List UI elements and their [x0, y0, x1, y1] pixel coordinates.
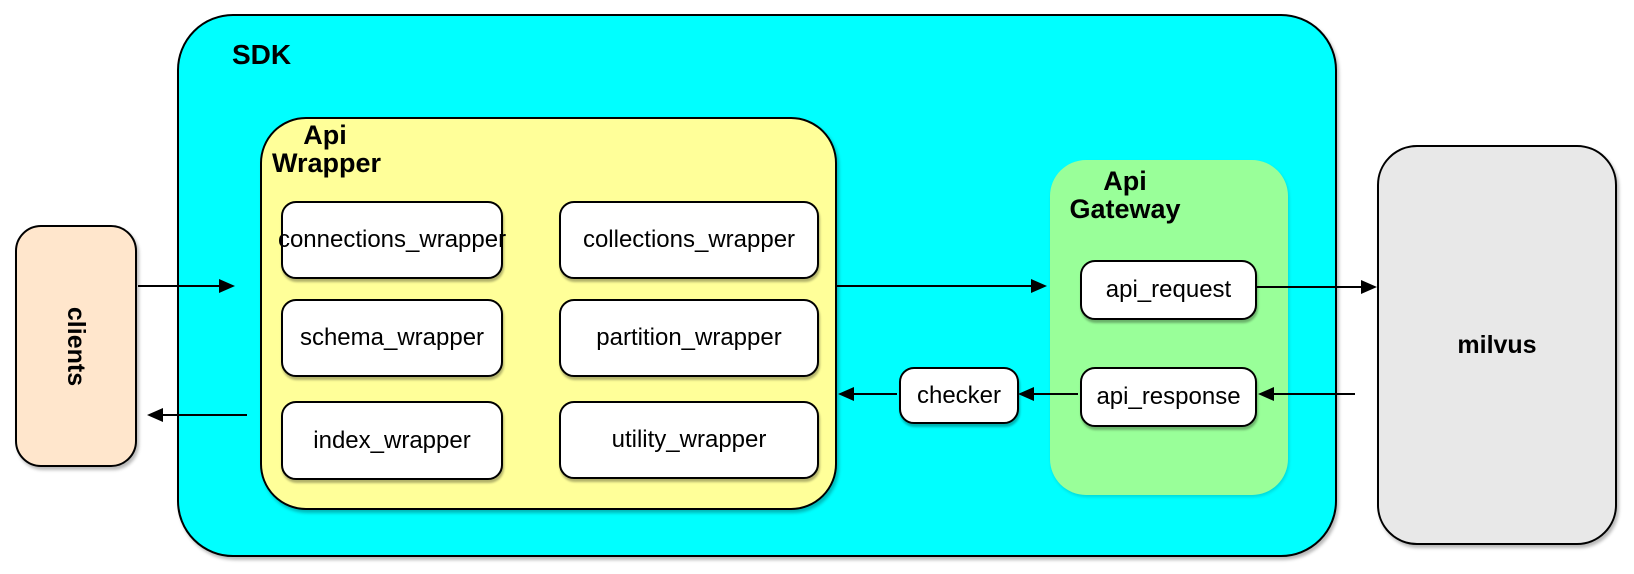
sdk-label: SDK: [232, 39, 292, 70]
utility-wrapper-label: utility_wrapper: [611, 426, 767, 453]
sdk-container: SDK Api Wrapper connections_wrapper coll…: [177, 14, 1337, 557]
arrow-response-to-checker: [1018, 387, 1078, 401]
arrow-wrapper-to-gateway: [837, 279, 1047, 293]
arrow-milvus-to-response: [1258, 387, 1355, 401]
api-request-label: api_request: [1105, 276, 1232, 303]
index-wrapper-node: index_wrapper: [281, 401, 503, 480]
collections-wrapper-node: collections_wrapper: [559, 201, 819, 279]
checker-label: checker: [916, 381, 1002, 409]
api-response-label: api_response: [1096, 383, 1241, 410]
connections-wrapper-node: connections_wrapper: [277, 201, 507, 279]
arrow-request-to-milvus: [1255, 280, 1377, 294]
arrow-sdk-to-clients: [147, 408, 247, 422]
arrow-checker-to-wrapper: [838, 387, 897, 401]
api-gateway-container: Api Gateway api_request api_response: [1050, 160, 1288, 495]
milvus-label: milvus: [1457, 330, 1537, 359]
connections-wrapper-label: connections_wrapper: [277, 226, 507, 253]
api-request-node: api_request: [1080, 260, 1257, 320]
index-wrapper-label: index_wrapper: [313, 426, 471, 454]
schema-wrapper-node: schema_wrapper: [281, 299, 503, 377]
checker-node: checker: [899, 367, 1019, 424]
arrow-clients-to-sdk: [138, 279, 235, 293]
api-wrapper-label: Api Wrapper: [272, 120, 382, 178]
milvus-box: milvus: [1377, 145, 1617, 545]
api-wrapper-container: Api Wrapper connections_wrapper collecti…: [260, 117, 837, 510]
partition-wrapper-label: partition_wrapper: [596, 324, 782, 351]
collections-wrapper-label: collections_wrapper: [582, 226, 796, 253]
partition-wrapper-node: partition_wrapper: [559, 299, 819, 377]
clients-label: clients: [62, 306, 91, 386]
clients-box: clients: [15, 225, 137, 467]
api-gateway-label: Api Gateway: [1069, 166, 1181, 224]
schema-wrapper-label: schema_wrapper: [299, 324, 485, 351]
api-response-node: api_response: [1080, 367, 1257, 427]
utility-wrapper-node: utility_wrapper: [559, 401, 819, 479]
